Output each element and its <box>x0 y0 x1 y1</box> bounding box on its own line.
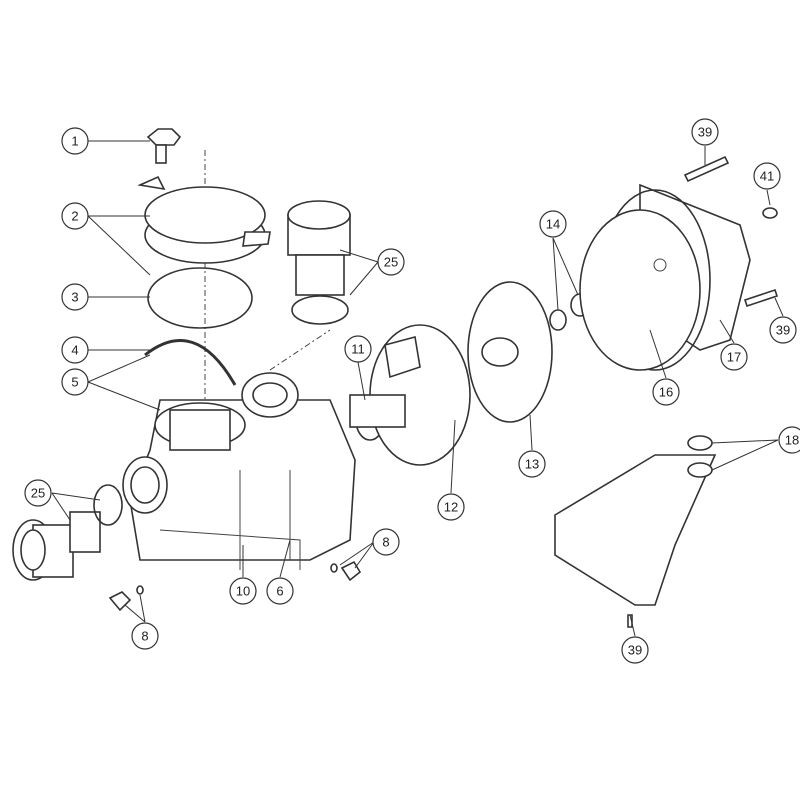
callout-39: 39 <box>691 118 719 146</box>
part-seal-a <box>549 309 567 331</box>
callout-circle <box>539 210 567 238</box>
part-drain-plug-left <box>108 591 132 612</box>
callout-18: 18 <box>778 426 800 454</box>
callout-circle <box>778 426 800 454</box>
callout-label: 25 <box>384 255 398 270</box>
part-washer <box>762 207 778 219</box>
callout-1: 1 <box>61 127 89 155</box>
callout-circle <box>229 577 257 605</box>
callout-8: 8 <box>372 528 400 556</box>
part-o-ring-plug-right <box>330 563 338 573</box>
callout-39: 39 <box>769 316 797 344</box>
callout-circle <box>753 162 781 190</box>
part-union-left <box>12 484 123 581</box>
callout-circle <box>621 636 649 664</box>
callout-14: 14 <box>539 210 567 238</box>
part-clip <box>144 339 237 386</box>
callout-circle <box>652 378 680 406</box>
callout-circle <box>372 528 400 556</box>
callout-label: 2 <box>71 209 78 224</box>
callout-circle <box>377 248 405 276</box>
callout-label: 16 <box>659 385 673 400</box>
part-knob <box>146 128 182 164</box>
callout-label: 1 <box>71 134 78 149</box>
callout-6: 6 <box>266 577 294 605</box>
callout-circle <box>437 493 465 521</box>
callout-8: 8 <box>131 622 159 650</box>
callout-circle <box>61 368 89 396</box>
callout-label: 13 <box>525 457 539 472</box>
part-diffuser <box>349 324 471 466</box>
callout-circle <box>266 577 294 605</box>
callout-11: 11 <box>344 335 372 363</box>
callout-label: 11 <box>351 342 365 357</box>
callout-circle <box>61 336 89 364</box>
part-bolt-top <box>683 155 730 183</box>
callout-17: 17 <box>720 343 748 371</box>
part-motor-adaptor <box>579 183 751 371</box>
callout-circle <box>720 343 748 371</box>
callout-label: 3 <box>71 290 78 305</box>
part-o-ring-plug-left <box>136 585 144 595</box>
part-lid <box>137 175 271 264</box>
callout-circle <box>518 450 546 478</box>
callout-label: 18 <box>785 433 799 448</box>
callout-circle <box>24 479 52 507</box>
callout-label: 4 <box>71 343 78 358</box>
callout-41: 41 <box>753 162 781 190</box>
callout-label: 12 <box>444 500 458 515</box>
callout-5: 5 <box>61 368 89 396</box>
callout-label: 8 <box>382 535 389 550</box>
callout-label: 6 <box>276 584 283 599</box>
part-motor-foot <box>554 435 717 606</box>
callout-circle <box>769 316 797 344</box>
callout-25: 25 <box>24 479 52 507</box>
callout-label: 17 <box>727 350 741 365</box>
callout-4: 4 <box>61 336 89 364</box>
callout-label: 41 <box>760 169 774 184</box>
callout-3: 3 <box>61 283 89 311</box>
callout-label: 5 <box>71 375 78 390</box>
callout-label: 14 <box>546 217 560 232</box>
part-pump-housing <box>122 372 356 570</box>
part-o-ring-lid <box>147 267 253 329</box>
callout-circle <box>61 283 89 311</box>
callout-10: 10 <box>229 577 257 605</box>
centerline-outlet <box>269 329 331 371</box>
callout-label: 25 <box>31 486 45 501</box>
part-impeller <box>467 281 553 423</box>
callout-label: 8 <box>141 629 148 644</box>
callout-12: 12 <box>437 493 465 521</box>
callout-circle <box>61 127 89 155</box>
callout-label: 39 <box>628 643 642 658</box>
callout-label: 39 <box>698 125 712 140</box>
callout-circle <box>61 202 89 230</box>
callout-circle <box>131 622 159 650</box>
callout-25: 25 <box>377 248 405 276</box>
callout-2: 2 <box>61 202 89 230</box>
callout-circle <box>691 118 719 146</box>
callout-circle <box>344 335 372 363</box>
part-bolt-right <box>743 288 779 308</box>
callout-label: 10 <box>236 584 250 599</box>
callout-16: 16 <box>652 378 680 406</box>
leader-lines <box>51 140 784 637</box>
callout-13: 13 <box>518 450 546 478</box>
callout-39: 39 <box>621 636 649 664</box>
part-union-top <box>287 200 351 325</box>
callout-label: 39 <box>776 323 790 338</box>
